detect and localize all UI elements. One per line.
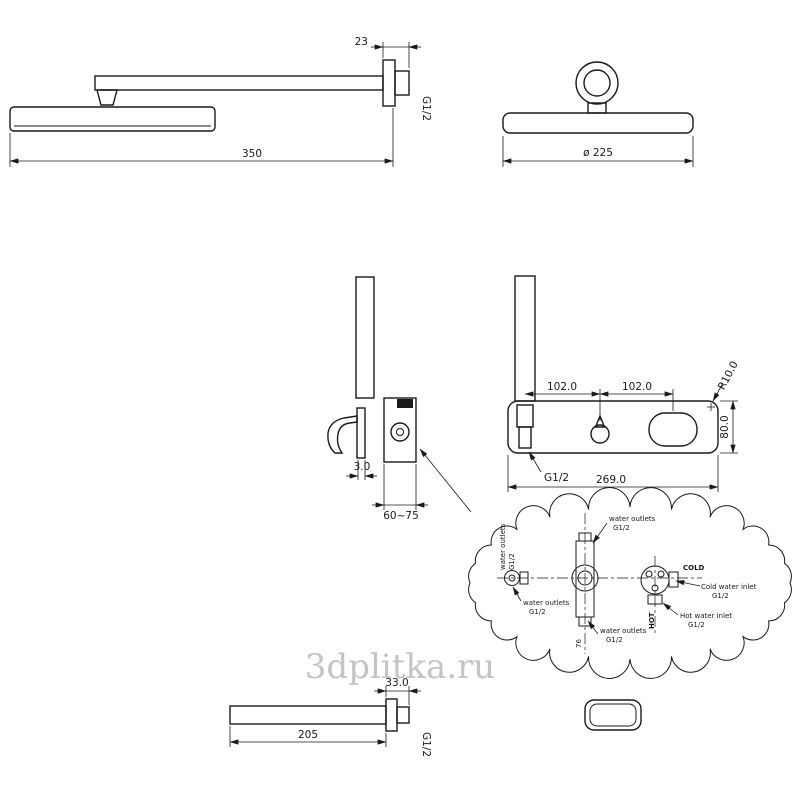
mixer-radius-label: R10.0 [716, 359, 741, 392]
bubble-cloud-border [468, 487, 792, 679]
dim-plate-height-80: 80.0 [719, 400, 738, 454]
mixer-pipe-fitting-lower [518, 426, 532, 449]
center-outlet-hole [577, 570, 593, 586]
dim-plate-length-269: 269.0 [507, 455, 719, 492]
callout-cold-inlet: Cold water inlet G1/2 [675, 580, 757, 600]
head-plate [502, 112, 694, 134]
callout-outlet-bottom: water outlets G1/2 [587, 620, 647, 644]
outlet-top-line1: water outlets [609, 515, 656, 523]
spout-body [229, 705, 387, 725]
arm-thread-label: G1/2 [420, 96, 432, 121]
mixer-thread-callout: G1/2 [528, 451, 569, 484]
callout-hot-inlet: Hot water inlet G1/2 [662, 602, 732, 629]
mixer-handle-lever [327, 415, 358, 454]
dim-spacing-102: 102.0 102.0 [524, 381, 674, 421]
shower-head-profile [9, 106, 216, 132]
mixer-plate [507, 400, 719, 454]
spout-thread-label: G1/2 [420, 732, 432, 757]
mixer-outlet-port [390, 422, 410, 442]
cartridge-port-1 [645, 570, 653, 578]
dim-spout-flange-33: 33.0 [374, 677, 421, 705]
spout-thread-stub [396, 706, 410, 724]
outlet-side-vert-line1: water outlets [499, 523, 507, 570]
dim-spout-length-205: 205 [229, 726, 387, 747]
detail-bubble: water outlets G1/2 water outlets G1/2 wa… [468, 487, 792, 679]
callout-outlet-side-vertical: water outlets G1/2 [499, 523, 516, 570]
shower-arm-tube [94, 75, 384, 91]
cartridge-port-3 [651, 584, 659, 592]
mixer-riser-pipe [355, 276, 375, 399]
leader-to-detail-bubble [419, 448, 472, 513]
cold-inlet-line2: G1/2 [712, 592, 729, 600]
center-outlet-ring [571, 564, 599, 592]
spout-front-inner [589, 703, 637, 727]
arm-wall-flange [382, 59, 396, 107]
dim-escutcheon-3: 3.0 [346, 460, 377, 480]
mixer-pipe-fitting-upper [516, 404, 534, 428]
hot-inlet-line2: G1/2 [688, 621, 705, 629]
mixer-escutcheon [356, 407, 366, 459]
cold-inlet-line1: Cold water inlet [701, 583, 757, 591]
dim-head-diameter: ø 225 [502, 136, 694, 167]
mixer-outlet-port-center [396, 428, 404, 436]
view-spout-front [584, 699, 642, 731]
mixer-dim-102-right-label: 102.0 [622, 381, 652, 393]
view-spout-side: 33.0 205 G1/2 [229, 677, 432, 757]
valve-top-port [578, 532, 592, 542]
hot-label: HOT [648, 612, 656, 629]
mixer-dim-80-label: 80.0 [719, 415, 731, 438]
watermark-text: 3dplitka.ru [305, 647, 495, 687]
spout-wall-flange [385, 698, 398, 732]
side-outlet-stub [519, 571, 529, 585]
view-shower-arm-side: 23 G1/2 350 [9, 36, 432, 167]
spout-dim-205-label: 205 [298, 729, 318, 741]
view-shower-head-top: ø 225 [502, 61, 694, 167]
mixer-stop-block [397, 399, 413, 408]
bubble-dim-76: 76 [575, 639, 583, 648]
hot-inlet-stub [647, 594, 663, 605]
callout-outlet-top: water outlets G1/2 [592, 515, 656, 544]
spout-front-outer [584, 699, 642, 731]
arm-dim-350-label: 350 [242, 148, 262, 160]
side-outlet-hole [508, 574, 516, 582]
mixer-dim-269-label: 269.0 [596, 474, 626, 486]
outlet-left-line2: G1/2 [529, 608, 546, 616]
mixer-body-box [383, 397, 417, 463]
arm-elbow-nut [96, 89, 118, 106]
callout-outlet-left: water outlets G1/2 [512, 586, 570, 616]
mixer-front-riser-pipe [514, 275, 536, 402]
mixer-diverter-hole [590, 424, 610, 444]
dim-install-depth-60-75: 60~75 [372, 464, 428, 522]
view-mixer-side: 3.0 60~75 [327, 276, 472, 522]
head-ring-outer [575, 61, 619, 105]
outlet-bottom-line1: water outlets [600, 627, 647, 635]
mixer-thread-label: G1/2 [544, 472, 569, 484]
dim-arm-flange-23: 23 [355, 36, 421, 68]
hot-inlet-line1: Hot water inlet [680, 612, 732, 620]
spout-dim-33-label: 33.0 [385, 677, 408, 689]
outlet-left-line1: water outlets [523, 599, 570, 607]
mixer-dim-3-label: 3.0 [354, 461, 371, 473]
arm-thread-stub [394, 70, 410, 96]
mixer-dim-depth-label: 60~75 [383, 510, 419, 522]
mixer-dim-102-left-label: 102.0 [547, 381, 577, 393]
view-mixer-front: 102.0 102.0 R10.0 80.0 269.0 G1/2 [507, 275, 741, 492]
cold-inlet-stub [668, 571, 679, 588]
dim-corner-radius-r10: R10.0 [712, 359, 741, 402]
cold-label: COLD [683, 564, 705, 572]
dim-arm-length-350: 350 [9, 108, 394, 167]
outlet-side-vert-line2: G1/2 [508, 553, 516, 570]
plus-mark [707, 403, 715, 411]
head-ring-inner [583, 69, 611, 97]
mixer-drop-mark [594, 414, 606, 428]
outlet-bottom-line2: G1/2 [606, 636, 623, 644]
mixer-handle-cutout [648, 412, 698, 447]
head-diameter-label: ø 225 [583, 147, 613, 159]
outlet-top-line2: G1/2 [613, 524, 630, 532]
cartridge-port-2 [657, 570, 665, 578]
arm-dim-23-label: 23 [355, 36, 368, 48]
